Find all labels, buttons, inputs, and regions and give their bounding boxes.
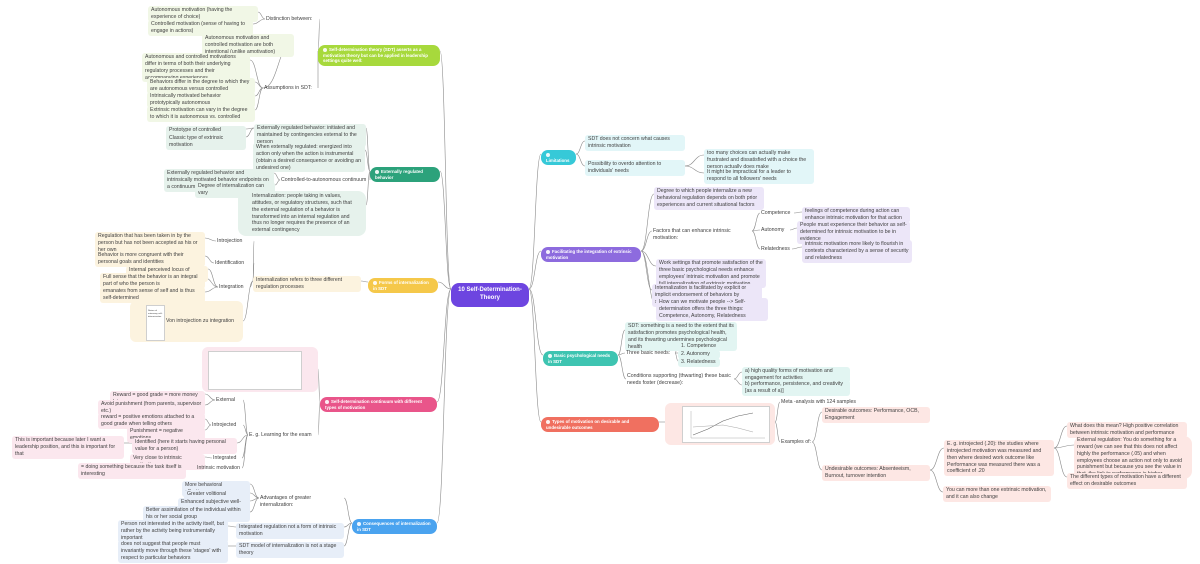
assumption-item[interactable]: Intrinsically motivated behavior prototy… (147, 92, 255, 108)
desirable-node[interactable]: Desirable outcomes: Performance, OCB, En… (822, 407, 930, 423)
examples-label[interactable]: Examples of: (781, 439, 811, 445)
need-item[interactable]: 3. Relatedness (678, 358, 720, 367)
meta-analysis-label[interactable]: Meta -analysis with 124 samples (781, 399, 856, 405)
overdo-child[interactable]: too many choices can actually make frust… (704, 149, 814, 172)
conditions-item[interactable]: b) performance, persistence, and creativ… (742, 380, 850, 396)
intro-child[interactable]: The different types of motivation have a… (1067, 473, 1187, 489)
topic-icon (546, 249, 550, 254)
forms-intro[interactable]: Internalization refers to three differen… (253, 276, 361, 292)
three-needs-label[interactable]: Three basic needs: (626, 350, 671, 356)
distinction-label[interactable]: Distinction between: (266, 16, 313, 22)
work-settings-node[interactable]: Work settings that promote satisfaction … (656, 259, 766, 289)
introjected-item[interactable]: reward = positive emotions attached to a… (98, 413, 205, 429)
branch-limitations[interactable]: Limitations (541, 150, 576, 165)
topic-icon (373, 280, 377, 285)
introjected-example[interactable]: E. g. introjected (.20): the studies whe… (944, 440, 1054, 477)
branch-facilitating[interactable]: Facilitating the integration of extrinsi… (541, 247, 641, 262)
identified-child[interactable]: This is important because later I want a… (12, 436, 124, 459)
internalization-node[interactable]: Internalization: people taking in values… (238, 191, 366, 237)
root-topic[interactable]: 10 Self-Determination-Theory (451, 283, 529, 307)
integration-label[interactable]: Integration (219, 284, 244, 290)
limitation-item[interactable]: SDT does not concern what causes intrins… (585, 135, 685, 151)
need-item[interactable]: 2. Autonomy (678, 350, 720, 359)
topic-icon (546, 419, 550, 424)
topic-icon (546, 152, 550, 157)
topic-icon (357, 521, 361, 526)
branch-externally-regulated[interactable]: Externally regulated behavior (370, 167, 440, 182)
autonomy-label[interactable]: Autonomy (761, 227, 785, 233)
external-item[interactable]: Avoid punishment (from parents, supervis… (98, 400, 205, 416)
continuum-node[interactable]: Controlled-to-autonomous continuum (281, 177, 367, 183)
identification-item[interactable]: Behavior is more congruent with their pe… (95, 251, 205, 267)
need-item[interactable]: 1. Competence (678, 342, 720, 351)
exam-example[interactable]: E. g. Learning for the exam (249, 432, 312, 438)
introjected-label[interactable]: Introjected (212, 422, 237, 428)
distinction-item[interactable]: Controlled motivation (sense of having t… (148, 20, 253, 36)
continuum-thumbnail: Nature of autonomy self-determination (146, 305, 165, 341)
undesirable-node[interactable]: Undesirable outcomes: Absenteeism, Burno… (822, 465, 930, 481)
branch-forms-internalization[interactable]: Forms of internalization in SDT (368, 278, 438, 293)
distinction-item[interactable]: Autonomous motivation (having the experi… (148, 6, 258, 22)
conditions-item[interactable]: a) high quality forms of motivation and … (742, 367, 850, 383)
external-label[interactable]: External (216, 397, 236, 403)
autonomy-item[interactable]: People must experience their behavior as… (797, 221, 910, 244)
identification-label[interactable]: Identification (215, 260, 245, 266)
competence-label[interactable]: Competence (761, 210, 791, 216)
intrinsic-item[interactable]: = doing something because the task itsel… (78, 463, 186, 479)
branch-sd-continuum[interactable]: Self-determination continuum with differ… (320, 397, 437, 412)
advantage-item[interactable]: Better assimilation of the individual wi… (143, 506, 250, 522)
topic-icon (325, 399, 329, 404)
branch-types-outcomes[interactable]: Types of motivation on desirable and und… (541, 417, 659, 432)
ext-reg-node[interactable]: Externally regulated behavior: initiated… (254, 124, 366, 147)
conditions-node[interactable]: Conditions supporting (thwarting) these … (627, 373, 731, 386)
factors-node[interactable]: Factors that can enhance intrinsic motiv… (653, 228, 731, 241)
integration-item[interactable]: Full sense that the behavior is an integ… (100, 273, 205, 289)
relatedness-item[interactable]: intrinsic motivation more likely to flou… (802, 240, 912, 263)
assumption-item[interactable]: Behaviors differ in the degree to which … (147, 78, 255, 94)
introjection-label[interactable]: Introjection (217, 238, 243, 244)
integrated-reg-node[interactable]: Integrated regulation not a form of intr… (236, 523, 344, 539)
introjection-item[interactable]: Regulation that has been taken in by the… (95, 232, 205, 255)
topic-icon (548, 353, 552, 358)
topic-icon (323, 47, 327, 52)
integrated-reg-child[interactable]: Person not interested in the activity it… (118, 520, 228, 543)
integration-item[interactable]: emanates from sense of self and is thus … (100, 287, 205, 303)
energized-node[interactable]: When externally regulated: energized int… (253, 143, 365, 173)
topic-icon (375, 169, 379, 174)
more-node[interactable]: You can more than one extrinsic motivati… (943, 486, 1051, 502)
advantages-label[interactable]: Advantages of greater internalization: (260, 495, 312, 508)
integrated-label[interactable]: Integrated (213, 455, 237, 461)
branch-sdt-assertion[interactable]: Self-determination theory (SDT) asserts … (318, 45, 440, 66)
von-label[interactable]: Von introjection zu integration (166, 318, 235, 324)
ext-reg-child[interactable]: Classic type of extrinsic motivation (166, 134, 246, 150)
identified-node[interactable]: Identified (here it starts having person… (132, 438, 237, 454)
competence-item[interactable]: feelings of competence during action can… (802, 207, 910, 223)
sdt-model-node[interactable]: SDT model of internalization is not a st… (236, 542, 344, 558)
assumptions-label[interactable]: Assumptions in SDT: (264, 85, 312, 91)
overdo-child[interactable]: It might be impractical for a leader to … (704, 168, 814, 184)
meta-chart-thumbnail (682, 406, 770, 443)
how-node[interactable]: How can we motivate people --> Self-dete… (656, 298, 768, 321)
assumption-item[interactable]: Autonomous motivation and controlled mot… (202, 34, 294, 57)
sdt-model-child[interactable]: does not suggest that people must invari… (118, 540, 228, 563)
branch-consequences[interactable]: Consequences of internalization in SDT (352, 519, 437, 534)
limitation-item[interactable]: Possibility to overdo attention to indiv… (585, 160, 685, 176)
assumption-item[interactable]: Extrinsic motivation can vary in the deg… (147, 106, 255, 122)
assumption-item[interactable]: Autonomous and controlled motivations di… (142, 53, 250, 83)
continuum-table-thumbnail (208, 351, 302, 390)
degree-node[interactable]: Degree to which people internalize a new… (654, 187, 764, 210)
relatedness-label[interactable]: Relatedness (761, 246, 790, 252)
branch-basic-needs[interactable]: Basic psychological needs in SDT (543, 351, 618, 366)
intrinsic-label[interactable]: Intrinsic motivation (197, 465, 240, 471)
intro-child[interactable]: What does this mean? High positive corre… (1067, 422, 1187, 438)
